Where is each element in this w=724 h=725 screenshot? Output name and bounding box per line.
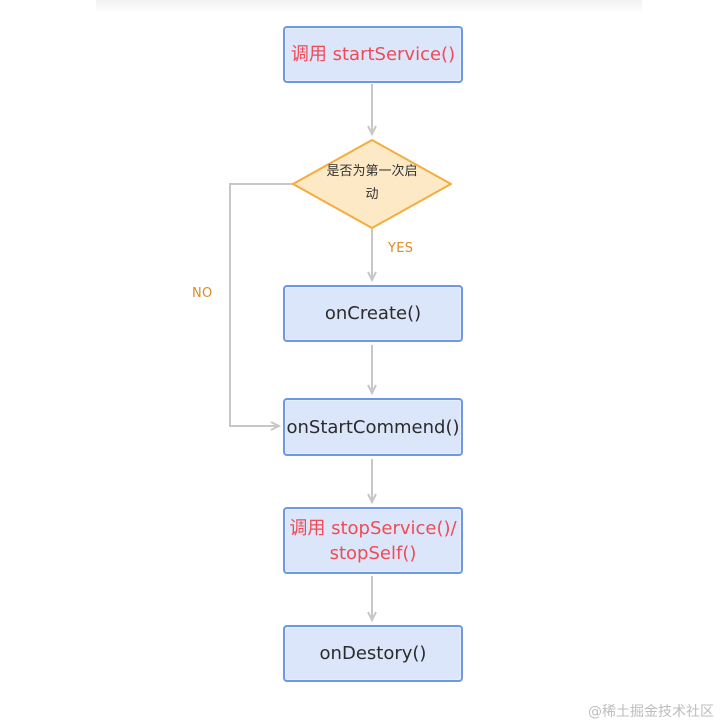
stop-service-label-line1: 调用 stopService()/ bbox=[289, 517, 457, 539]
on-start-commend-label: onStartCommend() bbox=[286, 416, 460, 438]
stop-service-node: 调用 stopService()/ stopSelf() bbox=[283, 507, 463, 574]
yes-label: YES bbox=[388, 241, 414, 256]
start-service-label: 调用 startService() bbox=[290, 44, 456, 65]
watermark: @稀土掘金技术社区 bbox=[588, 704, 714, 720]
arrow-decision-to-onstartcommend bbox=[229, 183, 293, 431]
on-destory-node: onDestory() bbox=[283, 625, 463, 682]
on-create-node: onCreate() bbox=[283, 285, 463, 342]
top-fade-decoration bbox=[96, 0, 642, 14]
on-destory-label: onDestory() bbox=[319, 643, 427, 664]
decision-label: 是否为第一次启动 bbox=[326, 164, 418, 202]
on-create-label: onCreate() bbox=[324, 303, 422, 324]
on-start-commend-node: onStartCommend() bbox=[283, 398, 463, 456]
stop-service-label-line2: stopSelf() bbox=[329, 542, 417, 564]
decision-diamond bbox=[292, 139, 452, 229]
start-service-node: 调用 startService() bbox=[283, 26, 463, 83]
no-label: NO bbox=[192, 286, 213, 301]
